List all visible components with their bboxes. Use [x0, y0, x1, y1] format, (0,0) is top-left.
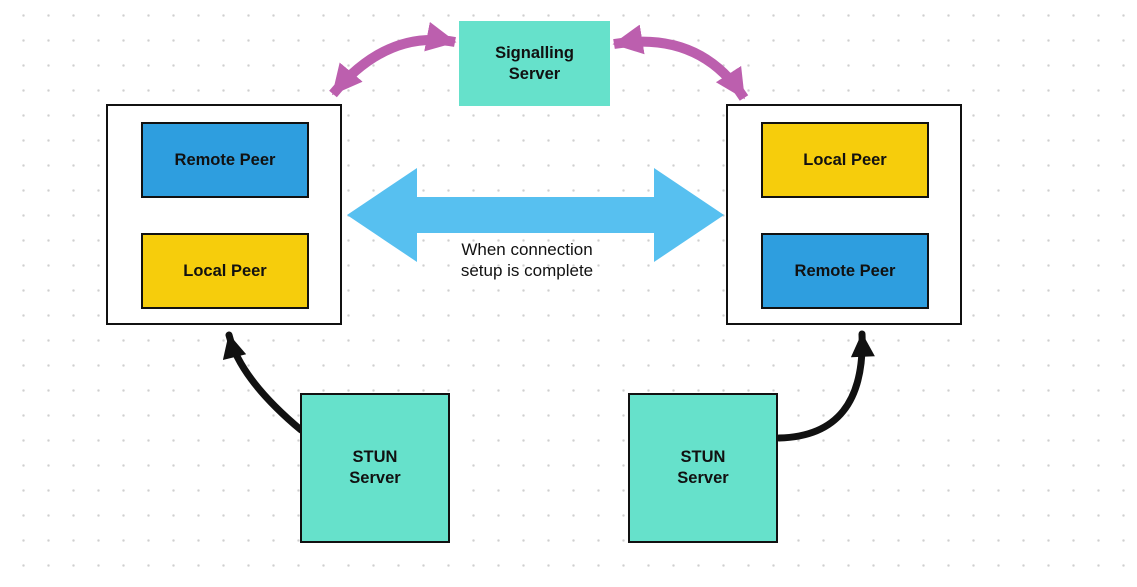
stun-server-right-box: STUN Server: [628, 393, 778, 543]
left-local-peer-label: Local Peer: [183, 261, 267, 280]
right-remote-peer-label: Remote Peer: [794, 261, 896, 280]
signalling-server-label: Signalling Server: [495, 43, 574, 83]
signalling-left-arrow-icon: [329, 21, 457, 98]
signalling-right-arrow-icon: [612, 24, 749, 101]
peer-connection-arrow-icon: [347, 168, 724, 262]
left-local-peer-box: Local Peer: [141, 233, 309, 309]
stun-server-left-box: STUN Server: [300, 393, 450, 543]
left-remote-peer-box: Remote Peer: [141, 122, 309, 198]
right-local-peer-label: Local Peer: [803, 150, 887, 169]
stun-server-right-label: STUN Server: [677, 448, 729, 487]
stun-left-arrow-icon: [222, 331, 305, 434]
stun-server-left-label: STUN Server: [349, 448, 401, 487]
left-remote-peer-label: Remote Peer: [174, 150, 276, 169]
signalling-server-box: Signalling Server: [459, 21, 610, 106]
left-peer-group-box: Remote Peer Local Peer: [106, 104, 342, 325]
right-peer-group-box: Local Peer Remote Peer: [726, 104, 962, 325]
stun-right-arrow-icon: [775, 330, 875, 442]
connection-note: When connection setup is complete: [460, 240, 594, 280]
right-remote-peer-box: Remote Peer: [761, 233, 929, 309]
right-local-peer-box: Local Peer: [761, 122, 929, 198]
